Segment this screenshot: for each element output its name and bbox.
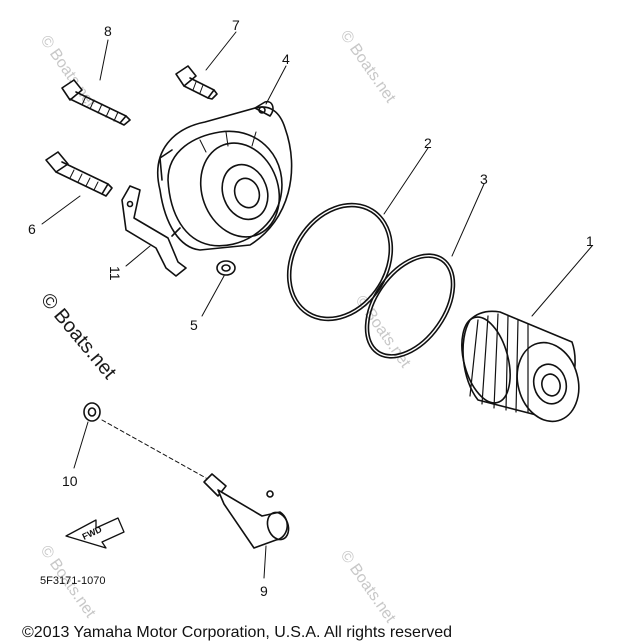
oil-filter-1-icon — [461, 310, 580, 423]
bolt-7-icon — [175, 65, 218, 100]
fwd-arrow-icon — [65, 517, 125, 549]
copyright-footer: ©2013 Yamaha Motor Corporation, U.S.A. A… — [22, 624, 453, 641]
sensor-9-icon — [203, 473, 290, 549]
callout-10: 10 — [62, 473, 78, 489]
callout-numbers: 1 2 3 4 5 6 7 8 9 10 11 — [28, 17, 594, 599]
callout-6: 6 — [28, 221, 36, 237]
watermark-light-2: © Boats.net — [337, 28, 399, 107]
o-ring-2-icon — [286, 202, 394, 322]
washer-10-icon — [83, 402, 101, 422]
watermark-dark: © Boats.net — [36, 289, 120, 384]
callout-3: 3 — [480, 171, 488, 187]
callout-8: 8 — [104, 23, 112, 39]
part-code: 5F3171-1070 — [40, 575, 105, 587]
watermark-light-5: © Boats.net — [337, 548, 399, 627]
callout-1: 1 — [586, 233, 594, 249]
callout-9: 9 — [260, 583, 268, 599]
callout-11: 11 — [107, 266, 123, 281]
bracket-11-icon — [121, 185, 187, 277]
watermark-light-1: © Boats.net — [37, 33, 99, 112]
leader-lines — [41, 31, 593, 579]
bolt-6-icon — [45, 151, 113, 197]
filter-cover-4-icon — [157, 100, 293, 251]
callout-5: 5 — [190, 317, 198, 333]
o-ring-3-icon — [364, 253, 456, 359]
callout-4: 4 — [282, 51, 290, 67]
bolt-8-icon — [61, 79, 131, 126]
callout-7: 7 — [232, 17, 240, 33]
callout-2: 2 — [424, 135, 432, 151]
washer-5-icon — [216, 260, 236, 276]
